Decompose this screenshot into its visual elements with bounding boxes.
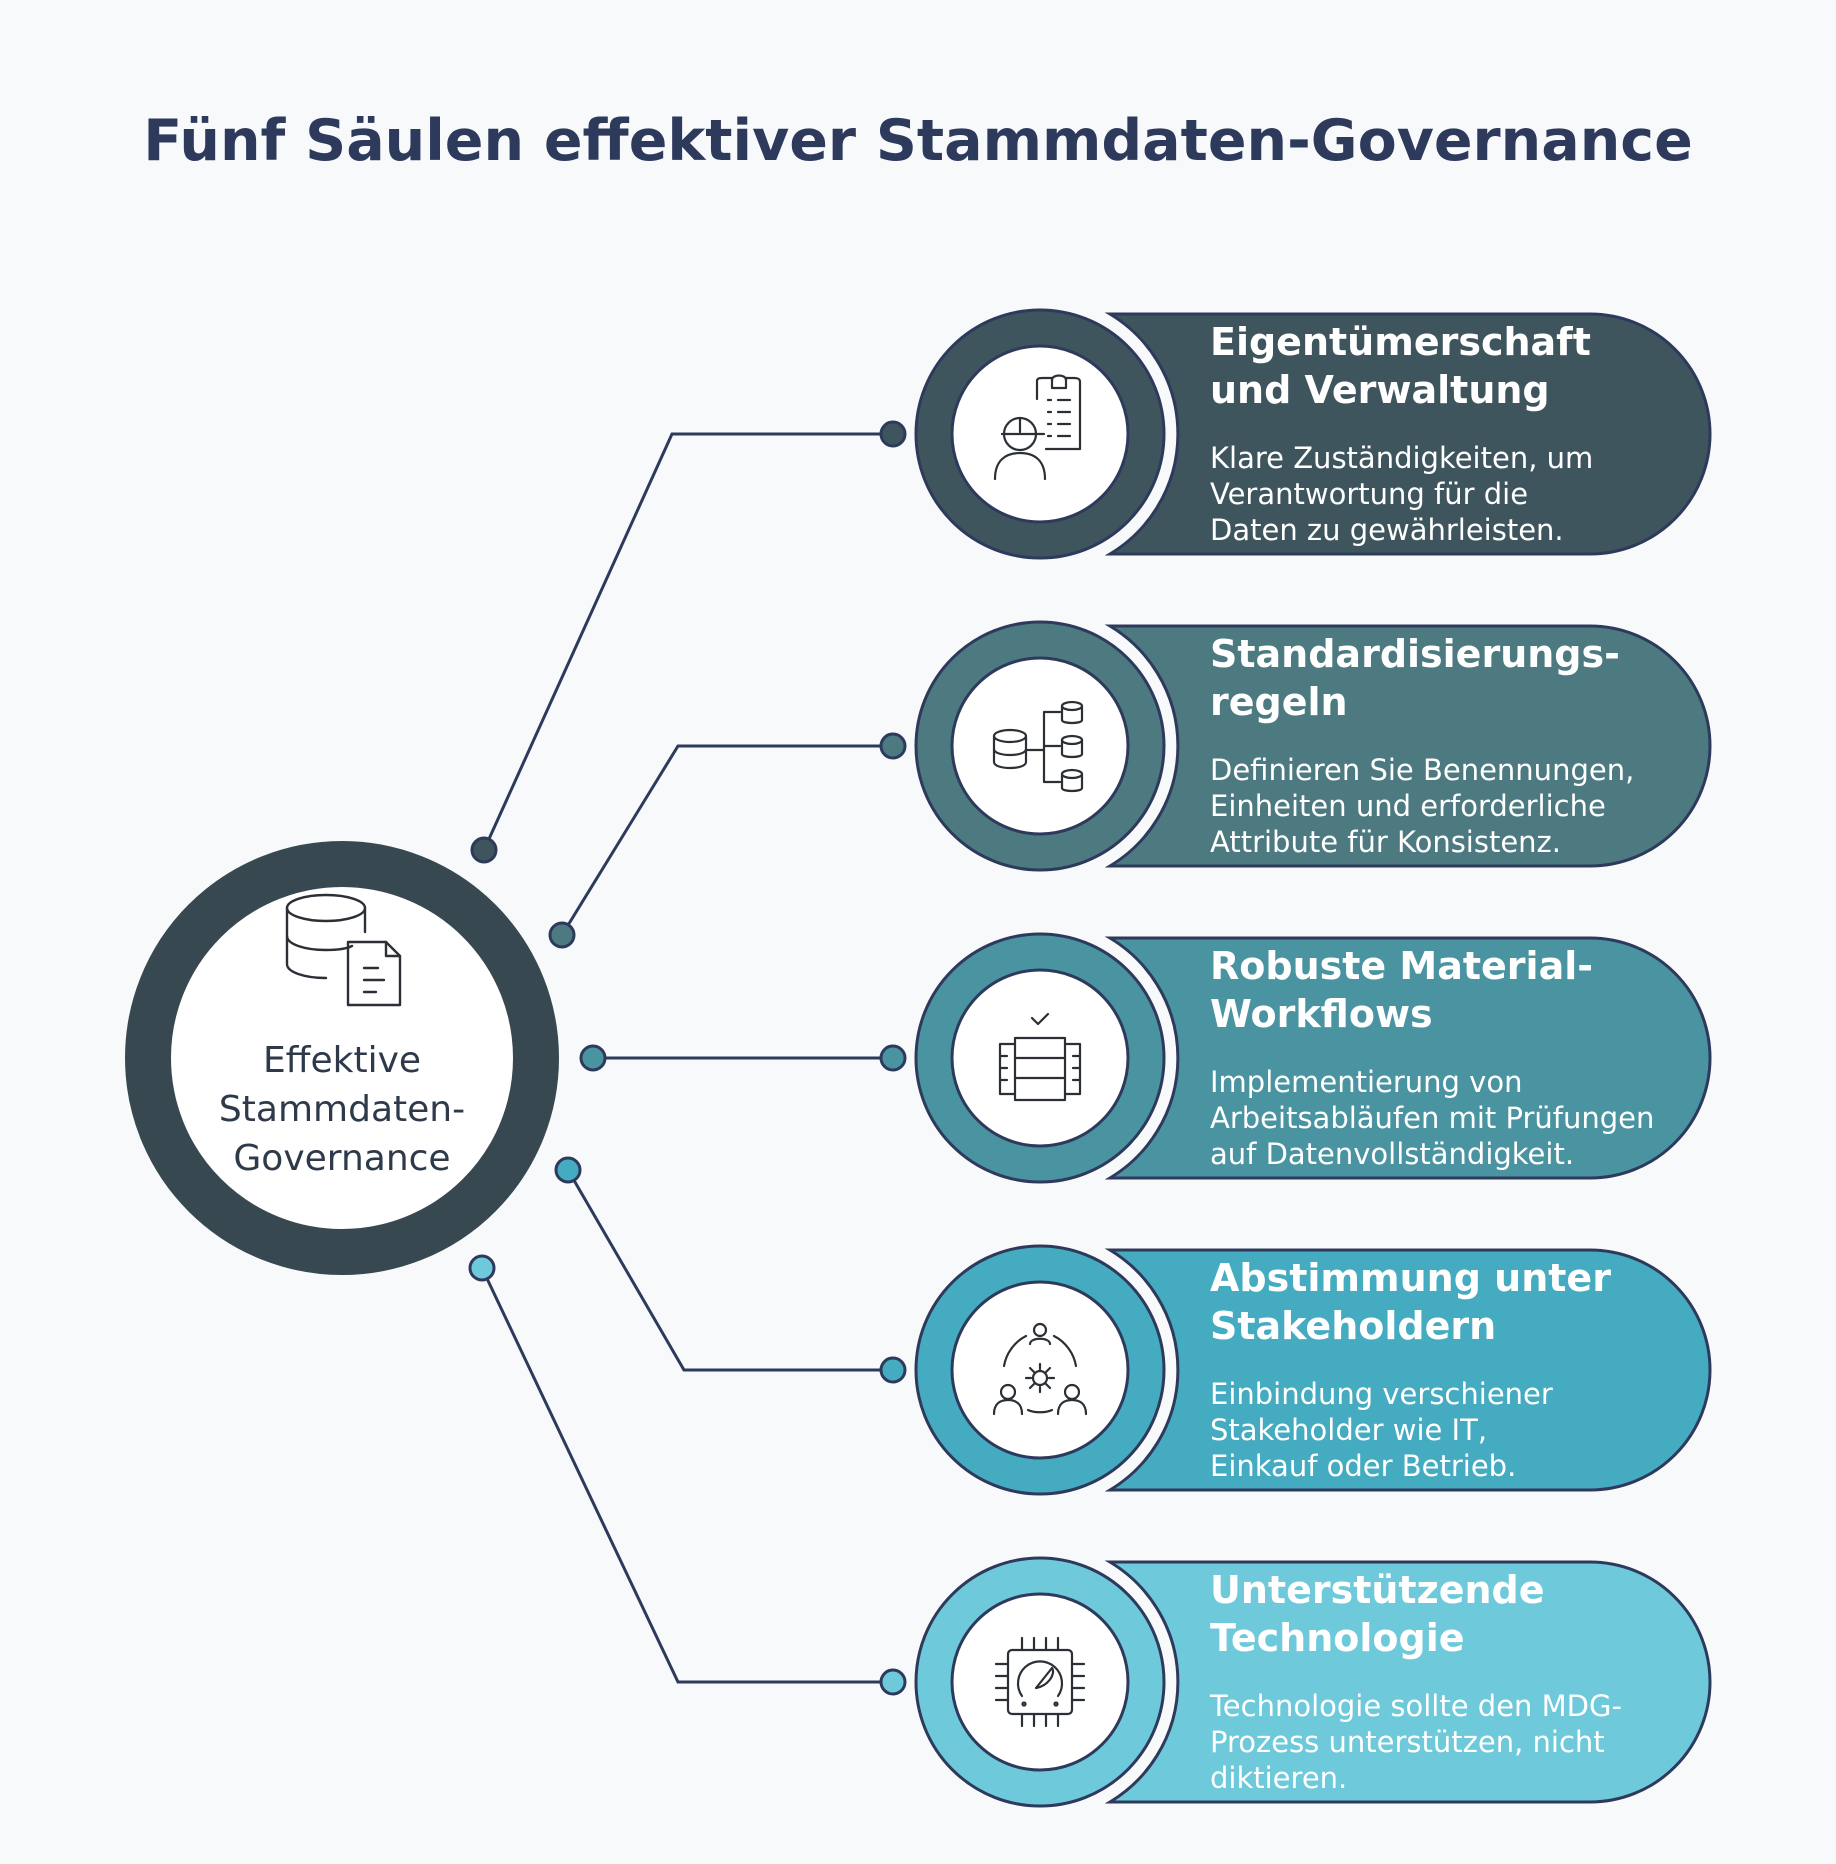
hub-label-line-1: Effektive xyxy=(263,1040,421,1081)
hub-circle: Effektive Stammdaten- Governance xyxy=(125,841,559,1275)
connector-lines xyxy=(468,420,907,1696)
pillar-5-title-line-1: Unterstützende xyxy=(1210,1568,1545,1612)
workflow-check-icon xyxy=(998,1012,1082,1102)
pillar-3-title-line-2: Workflows xyxy=(1210,992,1433,1036)
connector-line-4 xyxy=(566,1169,893,1372)
pillar-1-title-line-1: Eigentümerschaft xyxy=(1210,320,1591,364)
connector-dot-4-start xyxy=(554,1156,582,1184)
pillar-1-desc-line-3: Daten zu gewährleisten. xyxy=(1210,513,1564,547)
pillar-2-title-line-1: Standardisierungs- xyxy=(1210,632,1620,676)
pillar-2-desc-line-2: Einheiten und erforderliche xyxy=(1210,789,1606,823)
connector-dot-2-start xyxy=(548,921,576,949)
hub-label-line-3: Governance xyxy=(233,1138,450,1179)
pillar-4-title-line-2: Stakeholdern xyxy=(1210,1304,1496,1348)
stakeholder-gear-icon xyxy=(992,1322,1088,1416)
connector-line-1 xyxy=(482,432,893,851)
pillar-2-title-line-2: regeln xyxy=(1210,680,1348,724)
pillar-3-pill xyxy=(1104,936,1712,1180)
pillar-2-pill xyxy=(1104,624,1712,868)
database-hierarchy-icon xyxy=(992,700,1084,793)
pillar-2-desc-line-3: Attribute für Konsistenz. xyxy=(1210,825,1561,859)
connector-line-5 xyxy=(480,1267,893,1684)
connector-dot-3-start xyxy=(579,1044,607,1072)
connector-dot-4-end xyxy=(879,1356,907,1384)
pillar-4-pill xyxy=(1104,1248,1712,1492)
pillar-1-pill xyxy=(1104,312,1712,556)
connector-line-2 xyxy=(560,744,893,936)
pillar-4-desc-line-2: Stakeholder wie IT, xyxy=(1210,1413,1487,1447)
worker-clipboard-icon xyxy=(993,374,1082,481)
pillar-1-title-line-2: und Verwaltung xyxy=(1210,368,1550,412)
processor-chip-icon xyxy=(994,1636,1086,1728)
pillar-3-desc-line-3: auf Datenvollständigkeit. xyxy=(1210,1137,1574,1171)
pillar-5-desc-line-2: Prozess unterstützen, nicht xyxy=(1210,1725,1605,1759)
pillar-3-desc-line-2: Arbeitsabläufen mit Prüfungen xyxy=(1210,1101,1654,1135)
connector-dot-2-end xyxy=(879,732,907,760)
connector-dot-5-end xyxy=(879,1668,907,1696)
pillar-4-desc-line-3: Einkauf oder Betrieb. xyxy=(1210,1449,1516,1483)
pillar-5-title-line-2: Technologie xyxy=(1210,1616,1465,1660)
pillar-3-title-line-1: Robuste Material- xyxy=(1210,944,1593,988)
connector-dot-5-start xyxy=(468,1254,496,1282)
hub-ring xyxy=(125,841,559,1275)
pillar-1-desc-line-1: Klare Zuständigkeiten, um xyxy=(1210,441,1593,475)
database-document-icon xyxy=(285,893,402,1007)
pillar-3-desc-line-1: Implementierung von xyxy=(1210,1065,1522,1099)
connector-dot-1-end xyxy=(879,420,907,448)
pillar-2-icon-ring xyxy=(917,623,1163,869)
pillar-2-desc-line-1: Definieren Sie Benennungen, xyxy=(1210,753,1634,787)
pillar-5-desc-line-3: diktieren. xyxy=(1210,1761,1347,1795)
pillar-1: Eigentümerschaft und Verwaltung Klare Zu… xyxy=(914,308,1712,560)
connector-dot-3-end xyxy=(879,1044,907,1072)
pillar-2: Standardisierungs- regeln Definieren Sie… xyxy=(914,620,1712,872)
pillar-1-desc-line-2: Verantwortung für die xyxy=(1210,477,1528,511)
pillar-5: Unterstützende Technologie Technologie s… xyxy=(914,1556,1712,1808)
pillar-4-desc-line-1: Einbindung verschiener xyxy=(1210,1377,1553,1411)
pillar-3: Robuste Material- Workflows Implementier… xyxy=(914,932,1712,1184)
pillar-5-pill xyxy=(1104,1560,1712,1804)
page-title: Fünf Säulen effektiver Stammdaten-Govern… xyxy=(143,108,1693,174)
connector-dot-1-start xyxy=(470,836,498,864)
pillar-4-title-line-1: Abstimmung unter xyxy=(1210,1256,1611,1300)
hub-label-line-2: Stammdaten- xyxy=(219,1089,465,1130)
pillar-4: Abstimmung unter Stakeholdern Einbindung… xyxy=(914,1244,1712,1496)
pillar-5-desc-line-1: Technologie sollte den MDG- xyxy=(1209,1689,1622,1723)
